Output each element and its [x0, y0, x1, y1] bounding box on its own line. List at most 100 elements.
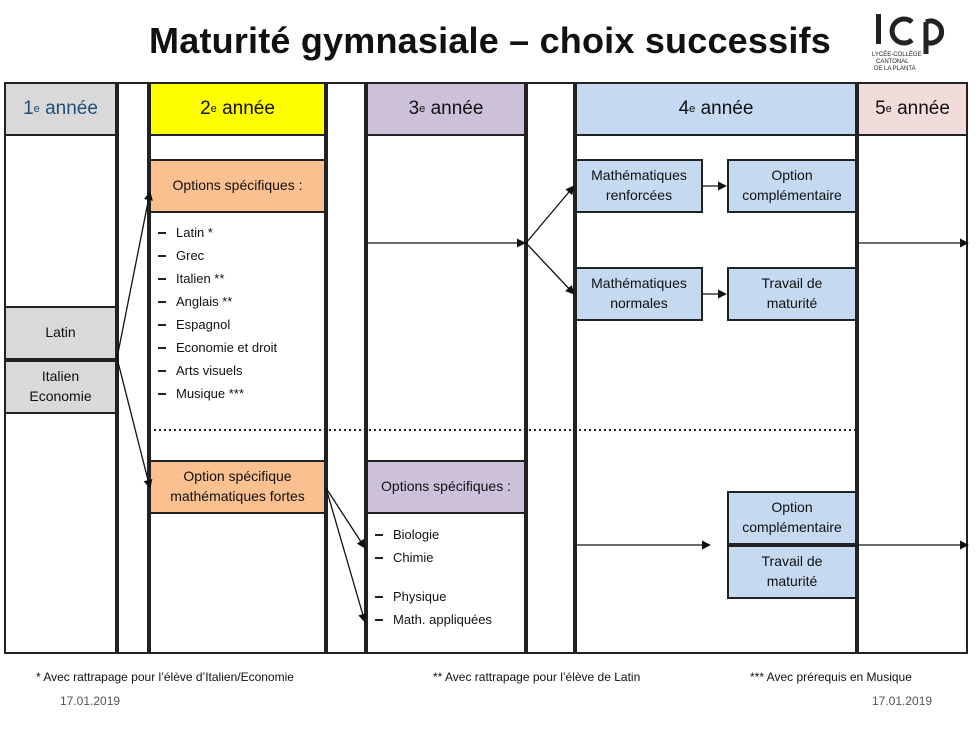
- dash-bullet: [375, 618, 383, 621]
- math-normales-line-1: Mathématiques: [591, 275, 687, 292]
- lcp-logo-mark: LYCÉE-COLLÈGE CANTONAL DE LA PLANTA: [872, 14, 945, 72]
- math-normales-line-2: normales: [610, 295, 668, 311]
- latin-label: Latin: [45, 324, 76, 341]
- options-specifiques-box-y2: Options spécifiques :: [149, 159, 326, 213]
- list-item: Math. appliquées: [375, 608, 523, 631]
- year-2-number: 2: [200, 98, 211, 119]
- column-gap-1: [117, 82, 149, 654]
- option-math-appliquees: Math. appliquées: [393, 612, 493, 627]
- column-year-5: [857, 82, 968, 654]
- date-left: 17.01.2019: [60, 694, 121, 708]
- logo-line-1: LYCÉE-COLLÈGE: [872, 51, 922, 58]
- math-renforcees-line-1: Mathématiques: [591, 167, 687, 184]
- dash-bullet: [158, 277, 166, 280]
- list-item: Espagnol: [158, 313, 323, 336]
- dash-bullet: [158, 346, 166, 349]
- italien-label: Italien: [41, 368, 80, 385]
- travail-maturite-box: Travail de maturité: [727, 267, 857, 321]
- options-list-y3: Biologie Chimie Physique Math. appliquée…: [375, 523, 523, 631]
- dash-bullet: [158, 369, 166, 372]
- option-complementaire-line-1: Option: [771, 167, 813, 184]
- logo-line-3: DE LA PLANTA: [874, 66, 916, 72]
- math-normales-box: Mathématiques normales: [575, 267, 703, 321]
- list-item: Italien **: [158, 267, 323, 290]
- math-fortes-box: Option spécifique mathématiques fortes: [149, 460, 326, 514]
- options-specifiques-title-y3: Options spécifiques :: [381, 478, 511, 495]
- option-economie-droit: Economie et droit: [176, 340, 278, 355]
- option-grec: Grec: [176, 248, 205, 263]
- option-anglais: Anglais **: [176, 294, 233, 309]
- date-right: 17.01.2019: [872, 694, 933, 708]
- list-item: Grec: [158, 244, 323, 267]
- year-1-word: année: [45, 98, 98, 119]
- option-complementaire-box: Option complémentaire: [727, 159, 857, 213]
- year-2-word: année: [222, 98, 275, 119]
- year-1-number: 1: [23, 98, 34, 119]
- year-4-word: année: [700, 98, 754, 119]
- option-espagnol: Espagnol: [176, 317, 231, 332]
- math-fortes-line-1: Option spécifique: [183, 468, 292, 485]
- footnote-3: *** Avec prérequis en Musique: [750, 670, 912, 684]
- latin-box: Latin: [4, 306, 117, 360]
- year-2-sup: e: [210, 103, 217, 115]
- list-item: Physique: [375, 585, 523, 608]
- dash-bullet: [375, 533, 383, 536]
- year-5-word: année: [897, 98, 950, 119]
- list-item: Anglais **: [158, 290, 323, 313]
- travail-maturite-lower-line-2: maturité: [766, 573, 818, 589]
- economie-label: Economie: [29, 388, 92, 404]
- year-4-sup: e: [689, 103, 696, 115]
- list-spacer: [375, 569, 523, 585]
- option-complementaire-lower-line-2: complémentaire: [742, 519, 842, 535]
- year-3-word: année: [430, 98, 484, 119]
- dash-bullet: [375, 595, 383, 598]
- lcp-logo: LYCÉE-COLLÈGE CANTONAL DE LA PLANTA: [866, 12, 960, 78]
- year-3-number: 3: [408, 98, 420, 119]
- list-item: Musique ***: [158, 382, 323, 405]
- options-list-y2: Latin * Grec Italien ** Anglais ** Espag…: [158, 221, 323, 405]
- dash-bullet: [158, 300, 166, 303]
- math-fortes-line-2: mathématiques fortes: [170, 488, 305, 504]
- footnote-2: ** Avec rattrapage pour l’élève de Latin: [433, 670, 641, 684]
- logo-line-2: CANTONAL: [876, 59, 909, 65]
- column-gap-3: [526, 82, 575, 654]
- options-specifiques-title-y2: Options spécifiques :: [172, 177, 303, 194]
- option-physique: Physique: [393, 589, 447, 604]
- dash-bullet: [158, 231, 166, 234]
- list-item: Latin *: [158, 221, 323, 244]
- option-chimie: Chimie: [393, 550, 434, 565]
- option-arts-visuels: Arts visuels: [176, 363, 243, 378]
- column-gap-2: [326, 82, 366, 654]
- year-3-sup: e: [419, 103, 426, 115]
- options-specifiques-box-y3: Options spécifiques :: [366, 460, 526, 514]
- math-renforcees-box: Mathématiques renforcées: [575, 159, 703, 213]
- dash-bullet: [375, 556, 383, 559]
- year-5-sup: e: [885, 103, 892, 115]
- dash-bullet: [158, 392, 166, 395]
- travail-maturite-line-2: maturité: [766, 295, 818, 311]
- option-complementaire-lower-line-1: Option: [771, 499, 813, 516]
- dash-bullet: [158, 254, 166, 257]
- option-biologie: Biologie: [393, 527, 440, 542]
- page-title: Maturité gymnasiale – choix successifs: [149, 20, 831, 61]
- dash-bullet: [158, 323, 166, 326]
- option-complementaire-box-lower: Option complémentaire: [727, 491, 857, 545]
- travail-maturite-line-1: Travail de: [761, 275, 823, 292]
- year-1-sup: e: [33, 103, 40, 115]
- option-complementaire-line-2: complémentaire: [742, 187, 842, 203]
- italien-economie-box: Italien Economie: [4, 360, 117, 414]
- column-year-3: [366, 82, 526, 654]
- list-item: Economie et droit: [158, 336, 323, 359]
- footnote-1: * Avec rattrapage pour l’élève d’Italien…: [36, 670, 294, 684]
- option-musique: Musique ***: [176, 386, 244, 401]
- list-item: Arts visuels: [158, 359, 323, 382]
- option-latin: Latin *: [176, 225, 213, 240]
- option-italien: Italien **: [176, 271, 225, 286]
- travail-maturite-box-lower: Travail de maturité: [727, 545, 857, 599]
- list-item: Chimie: [375, 546, 523, 569]
